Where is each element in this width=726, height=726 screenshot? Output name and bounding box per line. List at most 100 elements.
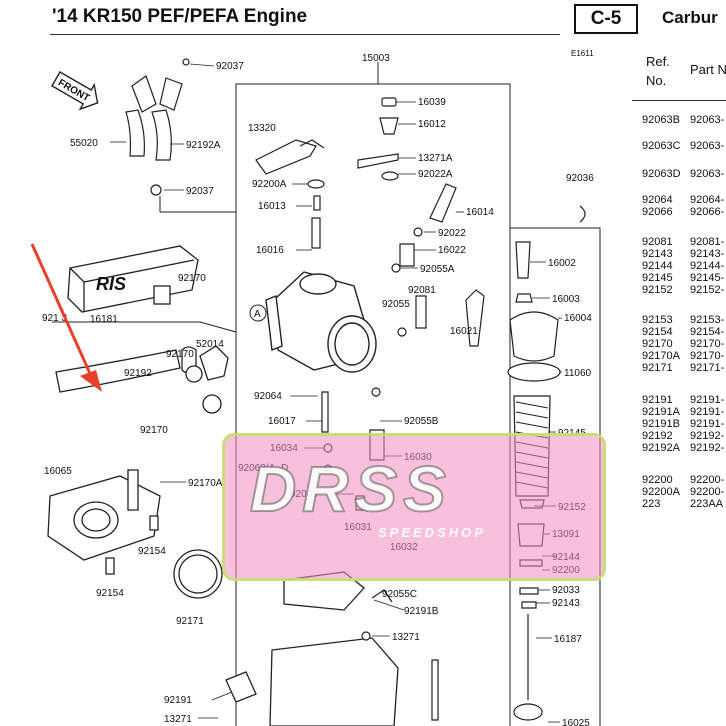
part-label-16022: 16022 (438, 245, 466, 256)
part-label-92055: 92055 (382, 299, 410, 310)
part-number: 92171- (690, 362, 725, 374)
part-label-16021: 16021 (450, 326, 478, 337)
ref-number: 92191 (642, 394, 673, 406)
part-label-92055B: 92055B (404, 416, 439, 427)
part-label-15003: 15003 (362, 53, 390, 64)
part-label-16012: 16012 (418, 119, 446, 130)
part-label-92037a: 92037 (216, 61, 244, 72)
part-number: 223AA (690, 498, 724, 510)
part-number: 92066- (690, 206, 725, 218)
part-label-16013: 16013 (258, 201, 286, 212)
part-label-92037b: 92037 (186, 186, 214, 197)
part-label-13271: 13271 (392, 632, 420, 643)
part-number: 92170- (690, 350, 725, 362)
part-number: 92145- (690, 272, 725, 284)
part-label-92192A: 92192A (186, 140, 221, 151)
part-number: 92063- (690, 140, 725, 152)
ref-no-header: Ref.No. (646, 52, 670, 90)
part-label-16039: 16039 (418, 97, 446, 108)
part-number: 92063- (690, 114, 725, 126)
part-number: 92152- (690, 284, 725, 296)
part-label-92022A: 92022A (418, 169, 453, 180)
part-number-group: 92063- (690, 114, 724, 126)
part-label-16004: 16004 (564, 313, 592, 324)
part-number-group: 92063- (690, 140, 724, 152)
ref-number-group: 92063C (642, 140, 681, 152)
part-number: 92191- (690, 418, 725, 430)
part-label-16065: 16065 (44, 466, 72, 477)
ref-number: 92192 (642, 430, 673, 442)
throttle-lever-icon (255, 139, 399, 175)
part-label-92170A: 92170A (188, 478, 223, 489)
ref-number: 223 (642, 498, 661, 510)
part-label-13320: 13320 (248, 123, 276, 134)
part-label-92036: 92036 (566, 173, 594, 184)
part-label-92200A: 92200A (252, 179, 287, 190)
ref-number: 92200 (642, 474, 673, 486)
part-number-group: 92064-92066- (690, 194, 724, 218)
ref-number: 92154 (642, 326, 673, 338)
ref-number: 92191B (642, 418, 680, 430)
part-number: 92191- (690, 394, 725, 406)
part-label-92154a: 92154 (138, 546, 166, 557)
edition-code: E1611 (571, 49, 594, 58)
part-label-16014: 16014 (466, 207, 494, 218)
ref-number: 92063D (642, 168, 681, 180)
part-label-11060: 11060 (564, 368, 592, 379)
part-label-52014: 52014 (196, 339, 224, 350)
part-number: 92153- (690, 314, 725, 326)
part-label-92192: 92192 (124, 368, 152, 379)
part-label-55020: 55020 (70, 138, 98, 149)
part-label-16016: 16016 (256, 245, 284, 256)
part-label-92171: 92171 (176, 616, 204, 627)
frame-left-line (235, 62, 379, 726)
table-rule (632, 100, 726, 101)
part-number: 92081- (690, 236, 725, 248)
part-number: 92143- (690, 248, 725, 260)
part-label-92191B: 92191B (404, 606, 439, 617)
watermark-logo: DRSS (249, 452, 452, 526)
ref-number: 92170A (642, 350, 680, 362)
part-number-group: 92081-92143-92144-92145-92152- (690, 236, 724, 296)
part-label-16187: 16187 (554, 634, 582, 645)
part-number: 92200- (690, 474, 725, 486)
part-number: 92191- (690, 406, 725, 418)
part-label-92033: 92033 (552, 585, 580, 596)
watermark-subtitle: SPEEDSHOP (378, 525, 486, 540)
ref-number: 92145 (642, 272, 673, 284)
watermark-overlay (222, 433, 606, 581)
ref-number-group: 92063B (642, 114, 680, 126)
float-bowl-icon (225, 571, 399, 726)
part-no-header: Part N (690, 62, 726, 77)
callout-a: A (254, 309, 261, 320)
ref-number: 92066 (642, 206, 673, 218)
carburetor-body-icon (265, 271, 377, 373)
part-number: 92200- (690, 486, 725, 498)
part-label-9213x: 921 3 (42, 313, 67, 324)
part-label-92191: 92191 (164, 695, 192, 706)
section-title: Carbur (662, 8, 718, 27)
part-label-16017: 16017 (268, 416, 296, 427)
ref-number: 92144 (642, 260, 673, 272)
ref-number-group: 92063D (642, 168, 681, 180)
part-number: 92192- (690, 442, 725, 454)
part-label-92170c: 92170 (140, 425, 168, 436)
part-label-92081: 92081 (408, 285, 436, 296)
ref-number: 92153 (642, 314, 673, 326)
ref-number: 92063C (642, 140, 681, 152)
ref-header-text: Ref.No. (646, 54, 670, 88)
page-number-badge: C-5 (574, 4, 638, 34)
part-label-92055C: 92055C (382, 589, 417, 600)
ref-number: 92081 (642, 236, 673, 248)
intake-manifold-icon (47, 469, 223, 599)
header-rule (50, 34, 560, 35)
part-label-92170b: 92170 (166, 349, 194, 360)
airbox-logo: RIS (96, 274, 126, 294)
part-label-92143: 92143 (552, 598, 580, 609)
part-label-16025: 16025 (562, 718, 590, 726)
